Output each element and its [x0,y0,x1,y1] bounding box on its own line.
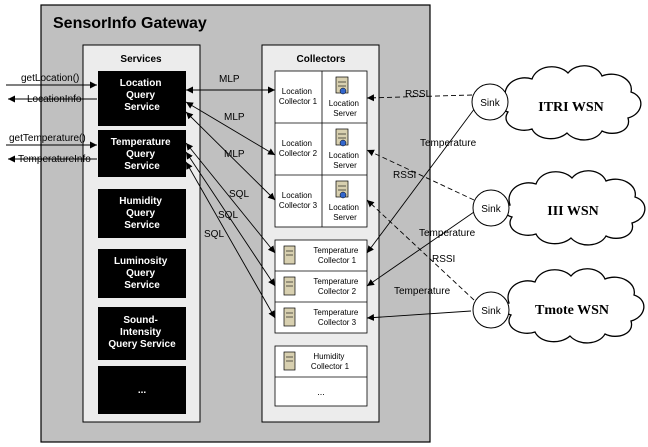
humidity-collector-1-icon [283,351,296,371]
location-server-2-label: Location Server [329,151,361,170]
location-server-2-icon [335,128,349,147]
rssi-label-iii: RSSI [393,170,416,181]
service-box-temperature [98,130,186,177]
sink-label-itri: Sink [480,98,500,109]
service-box-sound [98,307,186,360]
temperature-edge-itri [366,107,476,254]
rssi-label-itri: RSSI [405,89,428,100]
mlp-label-2: MLP [224,112,245,123]
temperature-edge-iii [366,211,475,287]
wsn-cloud-iii [503,170,646,246]
service-label-sound: Sound- Intensity Query Service [108,315,176,350]
sql-arrow-3 [185,161,276,319]
rssi-edge-iii [366,149,475,201]
service-box-location [98,71,186,126]
mlp-label-3: MLP [224,149,245,160]
service-label-location: Location Query Service [120,78,164,113]
service-label-more: ... [138,385,147,396]
location-collectors-group [274,70,368,228]
location-server-1-icon [335,76,349,95]
service-box-luminosity [98,249,186,298]
service-label-temperature: Temperature Query Service [111,137,174,172]
wsn-label-tmote: Tmote WSN [535,303,609,318]
humidity-collector-more: ... [317,387,325,397]
location-server-3-icon [335,180,349,199]
service-label-humidity: Humidity Query Service [119,196,165,231]
temperature-label-tmote: Temperature [394,286,451,297]
sink-node-tmote [472,291,510,329]
temperature-collector-2-label: Temperature Collector 2 [313,277,360,296]
location-collector-2-label: Location Collector 2 [279,139,318,158]
sink-label-tmote: Sink [481,306,501,317]
temperature-collector-3-icon [283,307,296,327]
humidity-collector-1-label: Humidity Collector 1 [311,352,350,371]
sql-label-2: SQL [218,210,238,221]
gateway-title: SensorInfo Gateway [53,15,207,32]
wsn-cloud-tmote [502,268,645,344]
service-box-more [98,366,186,414]
location-collector-3-label: Location Collector 3 [279,191,318,210]
temperature-collector-3-label: Temperature Collector 3 [313,308,360,327]
location-server-1-label: Location Server [329,99,361,118]
temperature-label-itri: Temperature [420,138,477,149]
temperature-label-iii: Temperature [419,228,476,239]
wsn-label-iii: III WSN [547,204,599,219]
wsn-label-itri: ITRI WSN [538,100,604,115]
collectors-header: Collectors [297,54,346,65]
rssi-edge-tmote [366,199,475,301]
location-server-3-label: Location Server [329,203,361,222]
service-label-luminosity: Luminosity Query Service [114,256,170,291]
temperature-collector-1-icon [283,245,296,265]
temperature-edge-tmote [366,310,472,322]
rssi-label-tmote: RSSI [432,254,455,265]
location-collector-1-label: Location Collector 1 [279,87,318,106]
services-header: Services [120,54,162,65]
get-temperature-label: getTemperature() [9,133,86,144]
sink-node-iii [472,189,510,227]
location-info-label: LocationInfo [27,94,82,105]
wsn-cloud-itri [499,65,642,141]
get-location-label: getLocation() [21,73,79,84]
sink-label-iii: Sink [481,204,501,215]
rssi-edge-itri [366,94,473,102]
sink-node-itri [471,83,509,121]
temperature-collector-1-label: Temperature Collector 1 [313,246,360,265]
sql-label-3: SQL [204,229,224,240]
mlp-label-1: MLP [219,74,240,85]
sql-label-1: SQL [229,189,249,200]
temperature-info-label: TemperatureInfo [18,154,91,165]
temperature-collector-2-icon [283,276,296,296]
service-box-humidity [98,189,186,238]
